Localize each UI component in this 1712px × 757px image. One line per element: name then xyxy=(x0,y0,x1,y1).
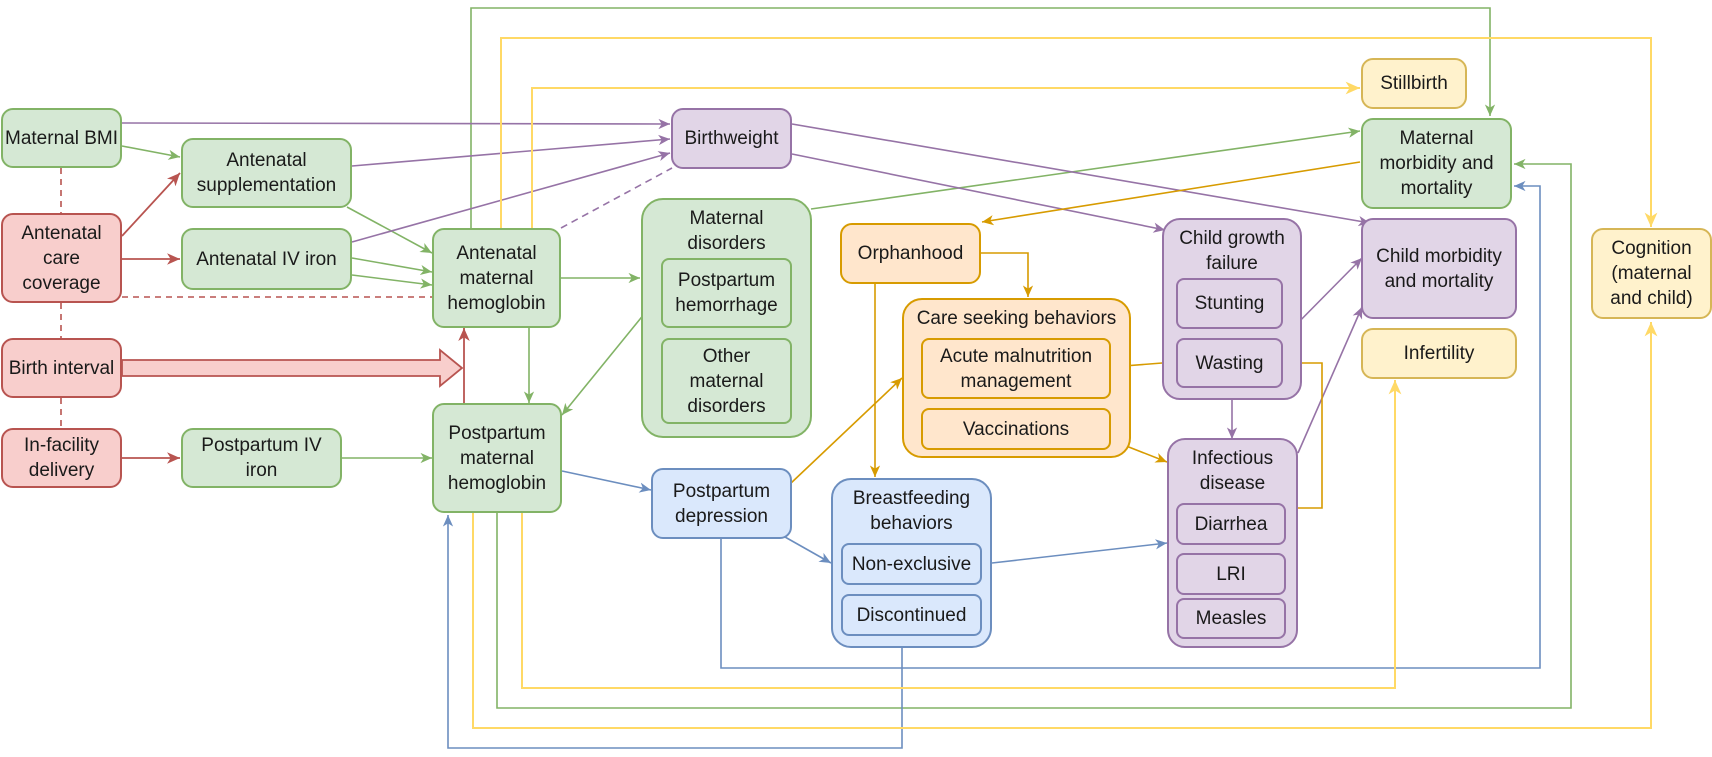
node-measles: Measles xyxy=(1176,598,1286,639)
edge-ppdepression-breastfeeding xyxy=(784,536,832,564)
edge-antehgb-stillbirth xyxy=(531,81,1360,228)
edge-orphanhood-careseeking xyxy=(981,252,1034,297)
node-wasting: Wasting xyxy=(1176,338,1283,388)
node-stunting: Stunting xyxy=(1176,278,1283,329)
node-stillbirth: Stillbirth xyxy=(1361,58,1467,109)
edge-matdisorders-matmort xyxy=(810,127,1361,210)
edge-bmi-birthweight xyxy=(121,118,671,130)
edge-birthweight-childmort xyxy=(791,123,1371,227)
edge-matmort-orphanhood xyxy=(981,161,1361,226)
node-diarrhea: Diarrhea xyxy=(1176,503,1286,545)
node-antenatal-iv-iron: Antenatal IV iron xyxy=(181,228,352,290)
edge-ppdepression-matmort xyxy=(720,180,1541,669)
green-edges xyxy=(121,7,1572,709)
node-discontinued: Discontinued xyxy=(841,594,982,636)
edge-antehgb-cognition xyxy=(500,37,1658,228)
edge-antehgb-birthweight-dashed xyxy=(560,167,673,229)
birth-interval-block-arrow xyxy=(121,348,464,388)
edge-iviron-birthweight xyxy=(351,151,671,243)
node-child-morbidity-mortality: Child morbidity and mortality xyxy=(1361,218,1517,319)
node-maternal-bmi: Maternal BMI xyxy=(1,108,122,168)
edge-ppdepression-careseeking xyxy=(789,377,903,485)
edge-breastfeeding-infectious xyxy=(991,539,1168,564)
node-infertility: Infertility xyxy=(1361,328,1517,379)
node-acute-malnutrition-management: Acute malnutrition management xyxy=(921,338,1111,399)
edge-supplementation-antehgb xyxy=(346,206,433,254)
node-birthweight: Birthweight xyxy=(671,108,792,169)
edge-bmi-supplementation xyxy=(121,145,181,160)
red-edges xyxy=(121,172,470,464)
edge-breastfeeding-pphgb xyxy=(442,515,903,749)
node-orphanhood: Orphanhood xyxy=(840,223,981,284)
node-postpartum-iv-iron: Postpartum IV iron xyxy=(181,428,342,488)
node-other-maternal-disorders: Other maternal disorders xyxy=(661,338,792,424)
yellow-edges xyxy=(472,37,1658,729)
edge-anc-supplementation xyxy=(121,172,181,237)
edge-iviron-antehgb-1 xyxy=(351,257,433,276)
node-antenatal-maternal-hemoglobin: Antenatal maternal hemoglobin xyxy=(432,228,561,328)
node-antenatal-care-coverage: Antenatal care coverage xyxy=(1,213,122,303)
edge-pphgb-infertility xyxy=(521,380,1402,689)
node-maternal-morbidity-mortality: Maternal morbidity and mortality xyxy=(1361,118,1512,209)
node-postpartum-maternal-hemoglobin: Postpartum maternal hemoglobin xyxy=(432,403,562,513)
node-in-facility-delivery: In-facility delivery xyxy=(1,428,122,488)
node-antenatal-supplementation: Antenatal supplementation xyxy=(181,138,352,208)
node-vaccinations: Vaccinations xyxy=(921,408,1111,450)
edge-supplementation-birthweight xyxy=(351,134,671,167)
node-postpartum-depression: Postpartum depression xyxy=(651,468,792,539)
node-lri: LRI xyxy=(1176,553,1286,595)
edge-pphgb-matmort xyxy=(496,158,1572,709)
blue-edges xyxy=(442,180,1541,749)
edge-diarrhea-wasting xyxy=(1283,357,1323,509)
dashed-associations xyxy=(60,168,432,428)
purple-edges xyxy=(121,118,1371,454)
node-non-exclusive: Non-exclusive xyxy=(841,543,982,585)
edge-antehgb-matmort-top xyxy=(470,7,1496,228)
edge-birthweight-cgf xyxy=(791,153,1166,233)
node-cognition: Cognition (maternal and child) xyxy=(1591,228,1712,319)
edge-infectious-childmort xyxy=(1297,306,1363,454)
node-birth-interval: Birth interval xyxy=(1,338,122,398)
edge-pphgb-cognition xyxy=(472,322,1658,729)
edge-iviron-antehgb-2 xyxy=(351,274,433,289)
node-postpartum-hemorrhage: Postpartum hemorrhage xyxy=(661,258,792,328)
edge-pphgb-ppdepression xyxy=(561,470,652,493)
